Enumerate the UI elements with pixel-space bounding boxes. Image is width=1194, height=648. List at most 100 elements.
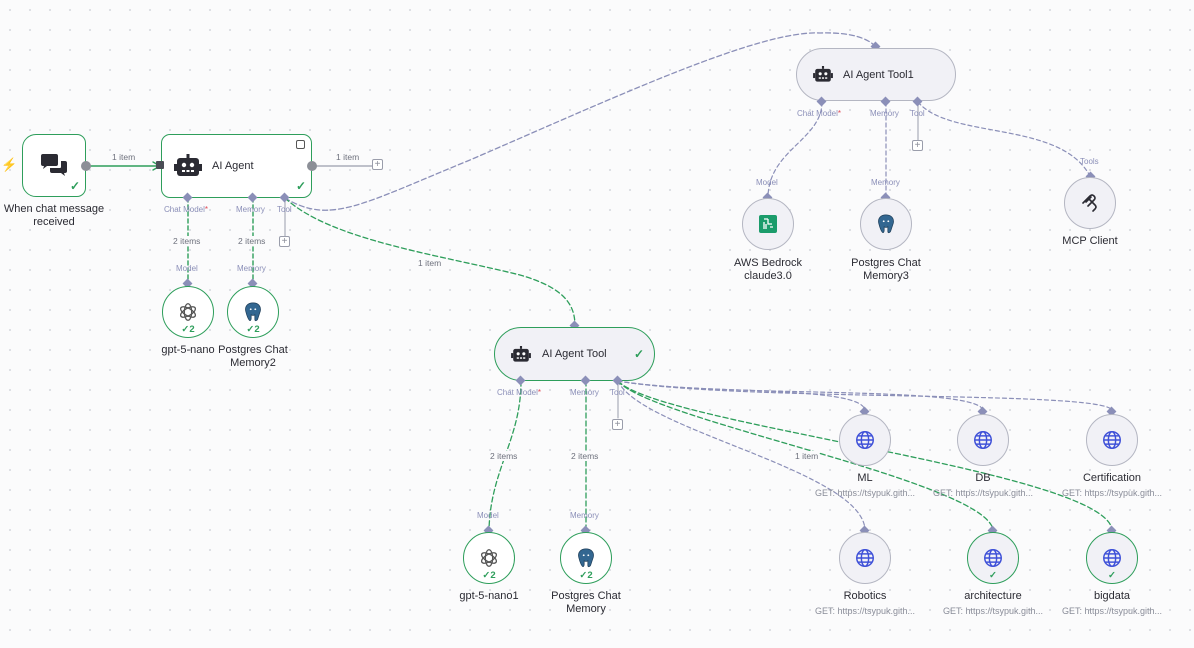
node-mcp-client[interactable]	[1064, 177, 1116, 229]
globe-icon	[856, 431, 874, 449]
port-label-tools: Tools	[1080, 157, 1099, 166]
globe-icon	[1103, 431, 1121, 449]
node-when-chat-message-received[interactable]: ✓	[22, 134, 86, 197]
run-count-badge: ✓2	[482, 569, 496, 581]
robot-icon	[174, 154, 202, 176]
port-label-chat-model: Chat Model*	[497, 388, 542, 397]
edge-tool1-to-mcp	[917, 101, 1091, 177]
port-label-memory: Memory	[871, 178, 900, 187]
success-check-icon: ✓	[69, 179, 80, 193]
globe-icon	[1103, 549, 1121, 567]
add-tool-button[interactable]: +	[612, 419, 623, 430]
edge-item-count: 2 items	[237, 236, 267, 246]
mcp-icon	[1082, 194, 1097, 212]
chat-bubbles-icon	[41, 153, 67, 176]
node-gpt-5-nano1[interactable]: ✓2	[463, 532, 515, 584]
postgres-elephant-icon	[578, 548, 594, 568]
node-caption: AWS Bedrock claude3.0	[733, 257, 803, 282]
add-next-node-button[interactable]: +	[372, 159, 383, 170]
node-title: AI Agent Tool	[542, 348, 607, 360]
node-caption: Postgres Chat Memory	[551, 590, 621, 615]
success-check-icon: ✓	[1108, 569, 1116, 581]
node-caption: DB	[975, 472, 991, 484]
node-title: AI Agent	[212, 160, 254, 172]
edge-item-count: 2 items	[172, 236, 202, 246]
node-caption: ML	[857, 472, 873, 484]
trigger-bolt-icon: ⚡	[1, 157, 18, 172]
edge-to-certification	[617, 380, 1113, 411]
edge-item-count: 1 item	[794, 451, 820, 461]
output-handle[interactable]	[81, 161, 91, 171]
postgres-elephant-icon	[245, 302, 261, 322]
node-caption: gpt-5-nano1	[459, 590, 519, 602]
node-caption: gpt-5-nano	[161, 344, 215, 356]
run-count-badge: ✓2	[181, 323, 195, 335]
node-caption: MCP Client	[1062, 235, 1118, 247]
node-caption: Postgres Chat Memory2	[218, 344, 288, 369]
node-ai-agent[interactable]: AI Agent ✓	[161, 134, 312, 198]
node-postgres-chat-memory3[interactable]	[860, 198, 912, 250]
node-caption: architecture	[964, 590, 1022, 602]
globe-icon	[856, 549, 874, 567]
port-label-memory: Memory	[570, 388, 599, 397]
node-ai-agent-tool1[interactable]: AI Agent Tool1	[796, 48, 956, 101]
robot-icon	[813, 66, 833, 82]
node-caption: Robotics	[843, 590, 887, 602]
node-caption: bigdata	[1093, 590, 1131, 602]
edge-to-robotics	[617, 380, 866, 530]
open-subnode-icon[interactable]	[296, 140, 305, 149]
edge-item-count: 1 item	[111, 152, 137, 162]
globe-icon	[974, 431, 992, 449]
node-postgres-chat-memory2[interactable]: ✓2	[227, 286, 279, 338]
node-caption: Postgres Chat Memory3	[851, 257, 921, 282]
globe-icon	[984, 549, 1002, 567]
node-subtitle: GET: https://tsypuk.gith...	[1061, 606, 1163, 616]
node-postgres-chat-memory[interactable]: ✓2	[560, 532, 612, 584]
node-architecture[interactable]: ✓	[967, 532, 1019, 584]
run-count-badge: ✓2	[579, 569, 593, 581]
node-gpt-5-nano[interactable]: ✓2	[162, 286, 214, 338]
port-label-tool: Tool	[277, 205, 292, 214]
edge-item-count: 1 item	[335, 152, 361, 162]
success-check-icon: ✓	[295, 179, 306, 193]
openai-icon	[480, 549, 498, 567]
robot-icon	[511, 345, 531, 362]
postgres-elephant-icon	[878, 214, 894, 234]
node-bigdata[interactable]: ✓	[1086, 532, 1138, 584]
openai-icon	[179, 303, 197, 321]
success-check-icon: ✓	[633, 347, 644, 361]
node-db[interactable]	[957, 414, 1009, 466]
success-check-icon: ✓	[989, 569, 997, 581]
port-label-chat-model: Chat Model*	[164, 205, 209, 214]
edge-to-db	[617, 380, 984, 411]
node-ml[interactable]	[839, 414, 891, 466]
port-label-model: Model	[756, 178, 778, 187]
port-label-memory: Memory	[236, 205, 265, 214]
port-label-tool: Tool	[910, 109, 925, 118]
edge-to-ml	[617, 380, 866, 411]
add-tool-button[interactable]: +	[912, 140, 923, 151]
node-caption: When chat message received	[3, 203, 105, 228]
node-subtitle: GET: https://tsypuk.gith...	[1061, 488, 1163, 498]
run-count-badge: ✓2	[246, 323, 260, 335]
node-robotics[interactable]	[839, 532, 891, 584]
port-label-chat-model: Chat Model*	[797, 109, 842, 118]
port-label-memory: Memory	[570, 511, 599, 520]
add-tool-button[interactable]: +	[279, 236, 290, 247]
output-handle[interactable]	[307, 161, 317, 171]
port-label-model: Model	[477, 511, 499, 520]
edge-item-count: 2 items	[570, 451, 600, 461]
node-aws-bedrock[interactable]	[742, 198, 794, 250]
node-subtitle: GET: https://tsypuk.gith...	[814, 606, 916, 616]
port-label-memory: Memory	[237, 264, 266, 273]
aws-bedrock-icon	[759, 215, 777, 233]
port-label-tool: Tool	[610, 388, 625, 397]
node-ai-agent-tool[interactable]: AI Agent Tool ✓	[494, 327, 655, 381]
edge-agent-to-tool1	[284, 32, 877, 211]
input-handle[interactable]	[156, 161, 164, 169]
edge-item-count: 1 item	[417, 258, 443, 268]
node-caption: Certification	[1082, 472, 1142, 484]
node-certification[interactable]	[1086, 414, 1138, 466]
node-subtitle: GET: https://tsypuk.gith...	[932, 488, 1034, 498]
